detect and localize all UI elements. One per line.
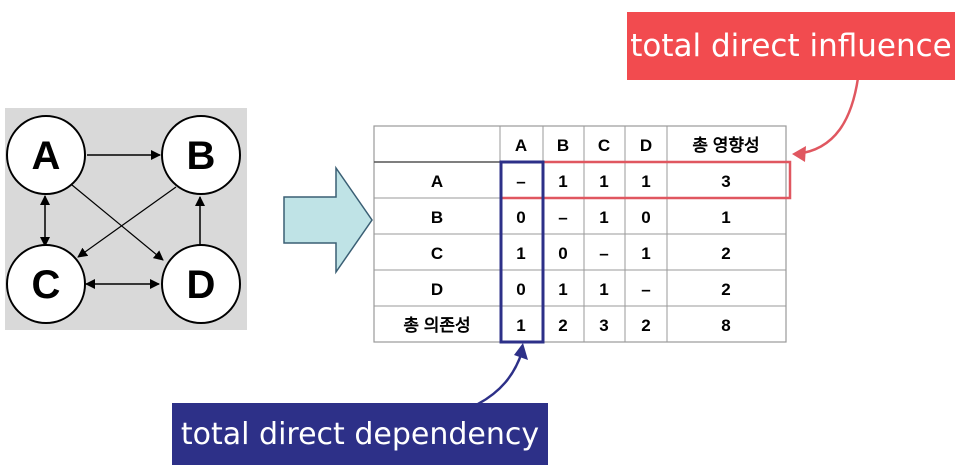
cell: 1 (599, 280, 608, 299)
edge-a-d (71, 184, 164, 261)
cell-total: 1 (721, 208, 730, 227)
dependency-highlight (499, 160, 545, 344)
node-d-label: D (187, 263, 216, 307)
total-direct-influence-label: total direct influence (627, 12, 955, 80)
dependency-graph: A B C D (5, 108, 247, 330)
cell: 1 (599, 208, 608, 227)
cell-total: 2 (721, 280, 730, 299)
node-b: B (161, 115, 241, 195)
cell: 0 (516, 208, 525, 227)
cell: 0 (516, 280, 525, 299)
matrix-table: A B C D 총 영향성 A – 1 1 1 3 B 0 – 1 0 1 (373, 125, 792, 344)
cell: 1 (558, 172, 567, 191)
node-b-label: B (187, 134, 216, 178)
matrix-row: 총 의존성 1 2 3 2 8 (403, 316, 730, 335)
cell: 1 (641, 244, 650, 263)
transform-arrow (283, 165, 373, 275)
cell: 1 (558, 280, 567, 299)
cell-total: 3 (721, 172, 730, 191)
node-c: C (6, 244, 86, 324)
cell: 1 (516, 244, 525, 263)
col-header-b: B (557, 136, 569, 155)
influence-connector (795, 77, 860, 156)
row-header-d: D (431, 280, 443, 299)
edge-b-c (77, 186, 177, 258)
matrix-row: D 0 1 1 – 2 (431, 280, 731, 299)
cell: 0 (641, 208, 650, 227)
col-header-c: C (598, 136, 610, 155)
node-a-label: A (32, 134, 61, 178)
row-header-total-dependency: 총 의존성 (403, 316, 470, 335)
cell: 2 (641, 316, 650, 335)
matrix-row: C 1 0 – 1 2 (431, 244, 731, 263)
total-direct-dependency-label: total direct dependency (172, 403, 548, 465)
col-header-total-influence: 총 영향성 (692, 135, 759, 155)
row-header-c: C (431, 244, 443, 263)
influence-arrowhead (792, 146, 806, 162)
matrix-row: B 0 – 1 0 1 (431, 208, 731, 227)
node-c-label: C (32, 263, 61, 307)
row-header-a: A (431, 172, 443, 191)
matrix-row: A – 1 1 1 3 (431, 172, 731, 191)
cell: 2 (558, 316, 567, 335)
cell: – (516, 172, 525, 191)
dependency-connector (477, 351, 524, 406)
cell: – (558, 208, 567, 227)
dependency-arrowhead (514, 343, 528, 360)
cell: – (641, 280, 650, 299)
cell: 1 (599, 172, 608, 191)
col-header-a: A (515, 136, 527, 155)
cell: – (599, 244, 608, 263)
cell-total: 2 (721, 244, 730, 263)
col-header-d: D (640, 136, 652, 155)
cell: 3 (599, 316, 608, 335)
cell-total: 8 (721, 316, 730, 335)
cell: 1 (516, 316, 525, 335)
cell: 0 (558, 244, 567, 263)
node-d: D (161, 244, 241, 324)
node-a: A (6, 115, 86, 195)
row-header-b: B (431, 208, 443, 227)
cell: 1 (641, 172, 650, 191)
